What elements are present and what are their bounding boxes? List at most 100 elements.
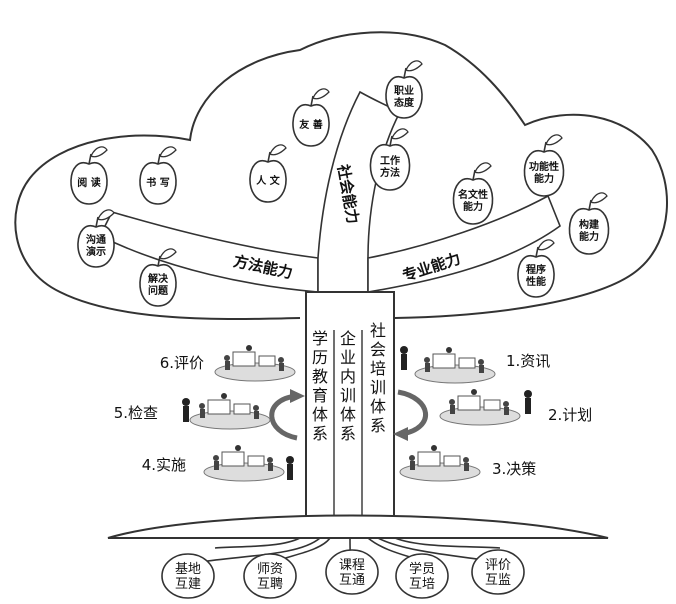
root-bubble <box>325 549 379 595</box>
trunk-char: 学 <box>312 329 328 348</box>
trunk-char: 系 <box>370 416 386 435</box>
apple-body <box>385 75 423 119</box>
scene-info-icon <box>414 347 496 384</box>
apple-label: 问题 <box>148 284 169 297</box>
apple-read: 阅 读 <box>70 146 108 205</box>
apple-label: 沟通 <box>86 233 106 246</box>
presenter-info-icon <box>400 346 408 370</box>
apple-body <box>139 263 177 307</box>
root-label: 互聘 <box>257 577 283 592</box>
cycle-arrow-left <box>269 393 298 441</box>
apple-label: 工作 <box>380 154 400 167</box>
root-bubble <box>161 553 215 599</box>
root-label: 互培 <box>409 576 435 592</box>
branch-professional <box>367 194 561 293</box>
apple-leaf-icon <box>537 239 555 251</box>
root-label: 互建 <box>175 577 201 592</box>
apple-label: 构建 <box>579 218 600 231</box>
apple-label: 友 善 <box>299 118 322 131</box>
trunk-char: 会 <box>370 340 386 359</box>
trunk-char: 系 <box>340 424 356 443</box>
trunk-char: 教 <box>312 367 328 386</box>
presenter-check-icon <box>182 398 190 422</box>
apple-label: 能力 <box>579 230 599 243</box>
root-label: 互监 <box>485 573 511 588</box>
step-label-decide: 3.决策 <box>492 460 536 478</box>
step-label-check: 5.检查 <box>114 404 158 422</box>
ground <box>107 514 609 539</box>
apple-label: 人 文 <box>256 174 280 187</box>
root-bubble <box>471 549 525 595</box>
apple-leaf-icon <box>590 192 608 204</box>
apple-write: 书 写 <box>139 146 177 205</box>
trunk-char: 体 <box>312 405 328 424</box>
apple-leaf-icon <box>97 209 115 221</box>
apple-body <box>523 149 565 197</box>
apple-body <box>517 254 555 298</box>
root-label: 评价 <box>485 558 511 573</box>
trunk-char: 训 <box>340 386 356 405</box>
scene-implement-icon <box>203 445 285 482</box>
trunk-char: 内 <box>340 367 356 386</box>
scenes-layer <box>182 345 532 482</box>
apple-leaf-icon <box>545 134 563 146</box>
scene-plan-icon <box>439 389 521 426</box>
apple-humanities: 人 文 <box>249 144 287 203</box>
trunk-char: 社 <box>370 321 386 340</box>
root-label: 课程 <box>339 558 365 573</box>
scene-evaluate-icon <box>214 345 296 382</box>
apple-leaf-icon <box>90 146 108 158</box>
branch-social <box>317 90 402 293</box>
apples-layer: 阅 读书 写友 善人 文职业态度工作方法沟通演示解决问题名文性能力功能性能力构建… <box>70 60 610 307</box>
step-label-implement: 4.实施 <box>142 456 186 474</box>
scene-check-icon <box>189 393 271 430</box>
apple-label: 能力 <box>534 172 554 185</box>
apple-body <box>70 161 108 205</box>
step-label-plan: 2.计划 <box>548 406 592 424</box>
trunk-char: 系 <box>312 424 328 443</box>
apple-body <box>568 207 610 255</box>
apple-body <box>452 177 494 225</box>
root-label: 师资 <box>257 562 283 577</box>
apple-label: 职业 <box>394 84 414 97</box>
scene-decide-icon <box>399 445 481 482</box>
presenter-implement-icon <box>286 456 294 480</box>
root-bubble <box>243 553 297 599</box>
cycle-arrowhead-right <box>393 427 408 441</box>
apple-leaf-icon <box>312 88 330 100</box>
apple-label: 方法 <box>380 166 400 179</box>
apple-body <box>369 143 411 191</box>
apple-label: 解决 <box>148 272 169 285</box>
cycle-arrowhead-left <box>290 389 305 403</box>
apple-leaf-icon <box>474 162 492 174</box>
apple-leaf-icon <box>159 248 177 260</box>
step-label-info: 1.资讯 <box>506 352 550 370</box>
apple-leaf-icon <box>269 144 287 156</box>
trunk-char: 业 <box>340 348 356 367</box>
apple-leaf-icon <box>405 60 423 72</box>
apple-label: 名文性 <box>458 188 488 201</box>
apple-label: 性能 <box>525 275 546 288</box>
step-label-evaluate: 6.评价 <box>160 354 204 372</box>
presenter-plan-icon <box>524 390 532 414</box>
apple-label: 演示 <box>86 245 106 258</box>
root-label: 学员 <box>409 561 435 577</box>
apple-body <box>139 161 177 205</box>
apple-body <box>292 103 330 147</box>
